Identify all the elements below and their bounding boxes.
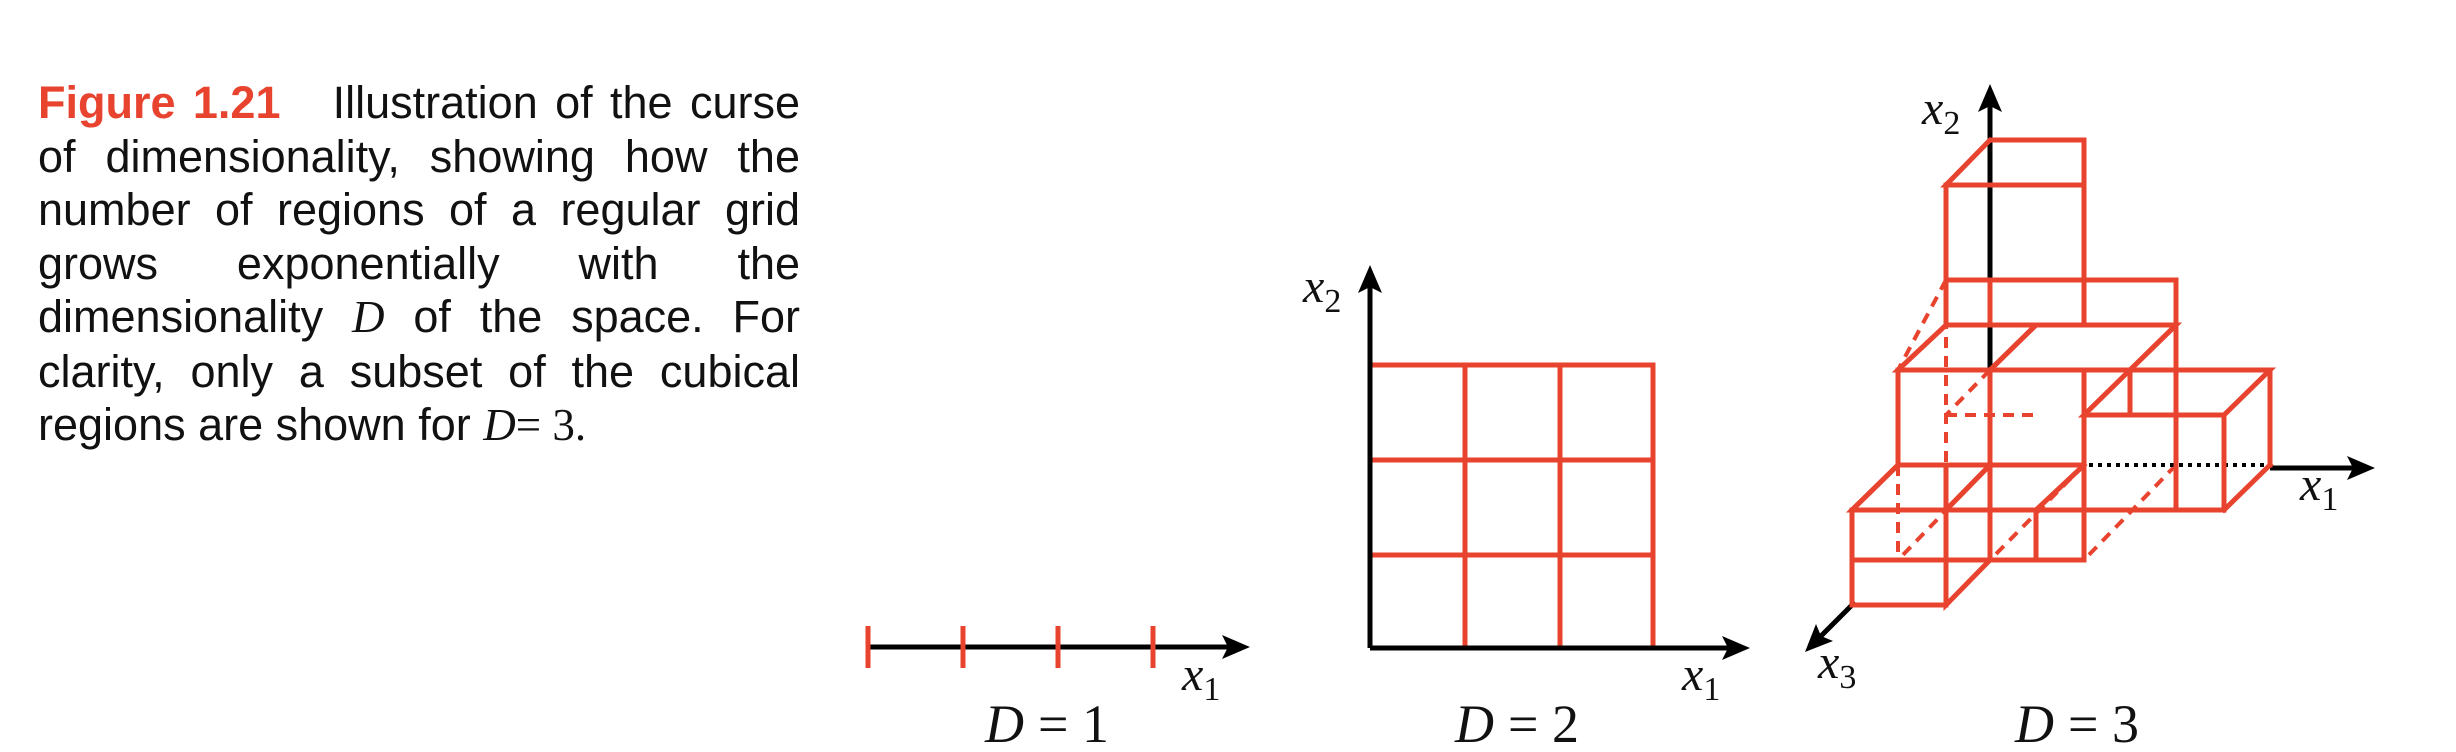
panel-d2: x1 x2 D= 2: [1302, 260, 1750, 752]
caption-text-2: of the space. For clarity, only a subset…: [38, 291, 800, 450]
d3-x1-arrow: [2347, 456, 2375, 480]
caption-eq-value: = 3.: [515, 400, 587, 450]
d2-x2-label: x2: [1302, 260, 1341, 320]
d3-x3-label: x3: [1817, 636, 1856, 696]
d3-x3-arrow: [1805, 624, 1833, 652]
d3-x2-arrow: [1978, 84, 2002, 112]
d2-dim-label: D= 2: [1454, 694, 1579, 752]
caption-text-1: Illustration of the curse of dimensional…: [38, 77, 801, 342]
d2-x2-arrow: [1358, 265, 1382, 293]
d1-x1-label: x1: [1181, 648, 1220, 708]
panel-d1: x1 D= 1: [865, 626, 1250, 752]
d3-x3-axis: [1818, 600, 1857, 639]
d1-x1-arrow: [1222, 635, 1250, 659]
d3-x1-label: x1: [2299, 458, 2338, 518]
caption-eq-d: D: [483, 400, 516, 450]
d1-dim-label: D= 1: [984, 694, 1109, 752]
figure-label: Figure 1.21: [38, 77, 281, 128]
d3-cube-edges: [1845, 137, 2277, 612]
figure-caption: Figure 1.21 Illustration of the curse of…: [38, 76, 800, 453]
caption-var-d: D: [351, 292, 385, 342]
d2-x1-label: x1: [1681, 648, 1720, 708]
d3-x2-label: x2: [1921, 82, 1960, 142]
panel-d3: x2 x1 x3 D= 3: [1805, 82, 2375, 752]
d2-x1-arrow: [1722, 636, 1750, 660]
d3-dim-label: D= 3: [2014, 694, 2139, 752]
